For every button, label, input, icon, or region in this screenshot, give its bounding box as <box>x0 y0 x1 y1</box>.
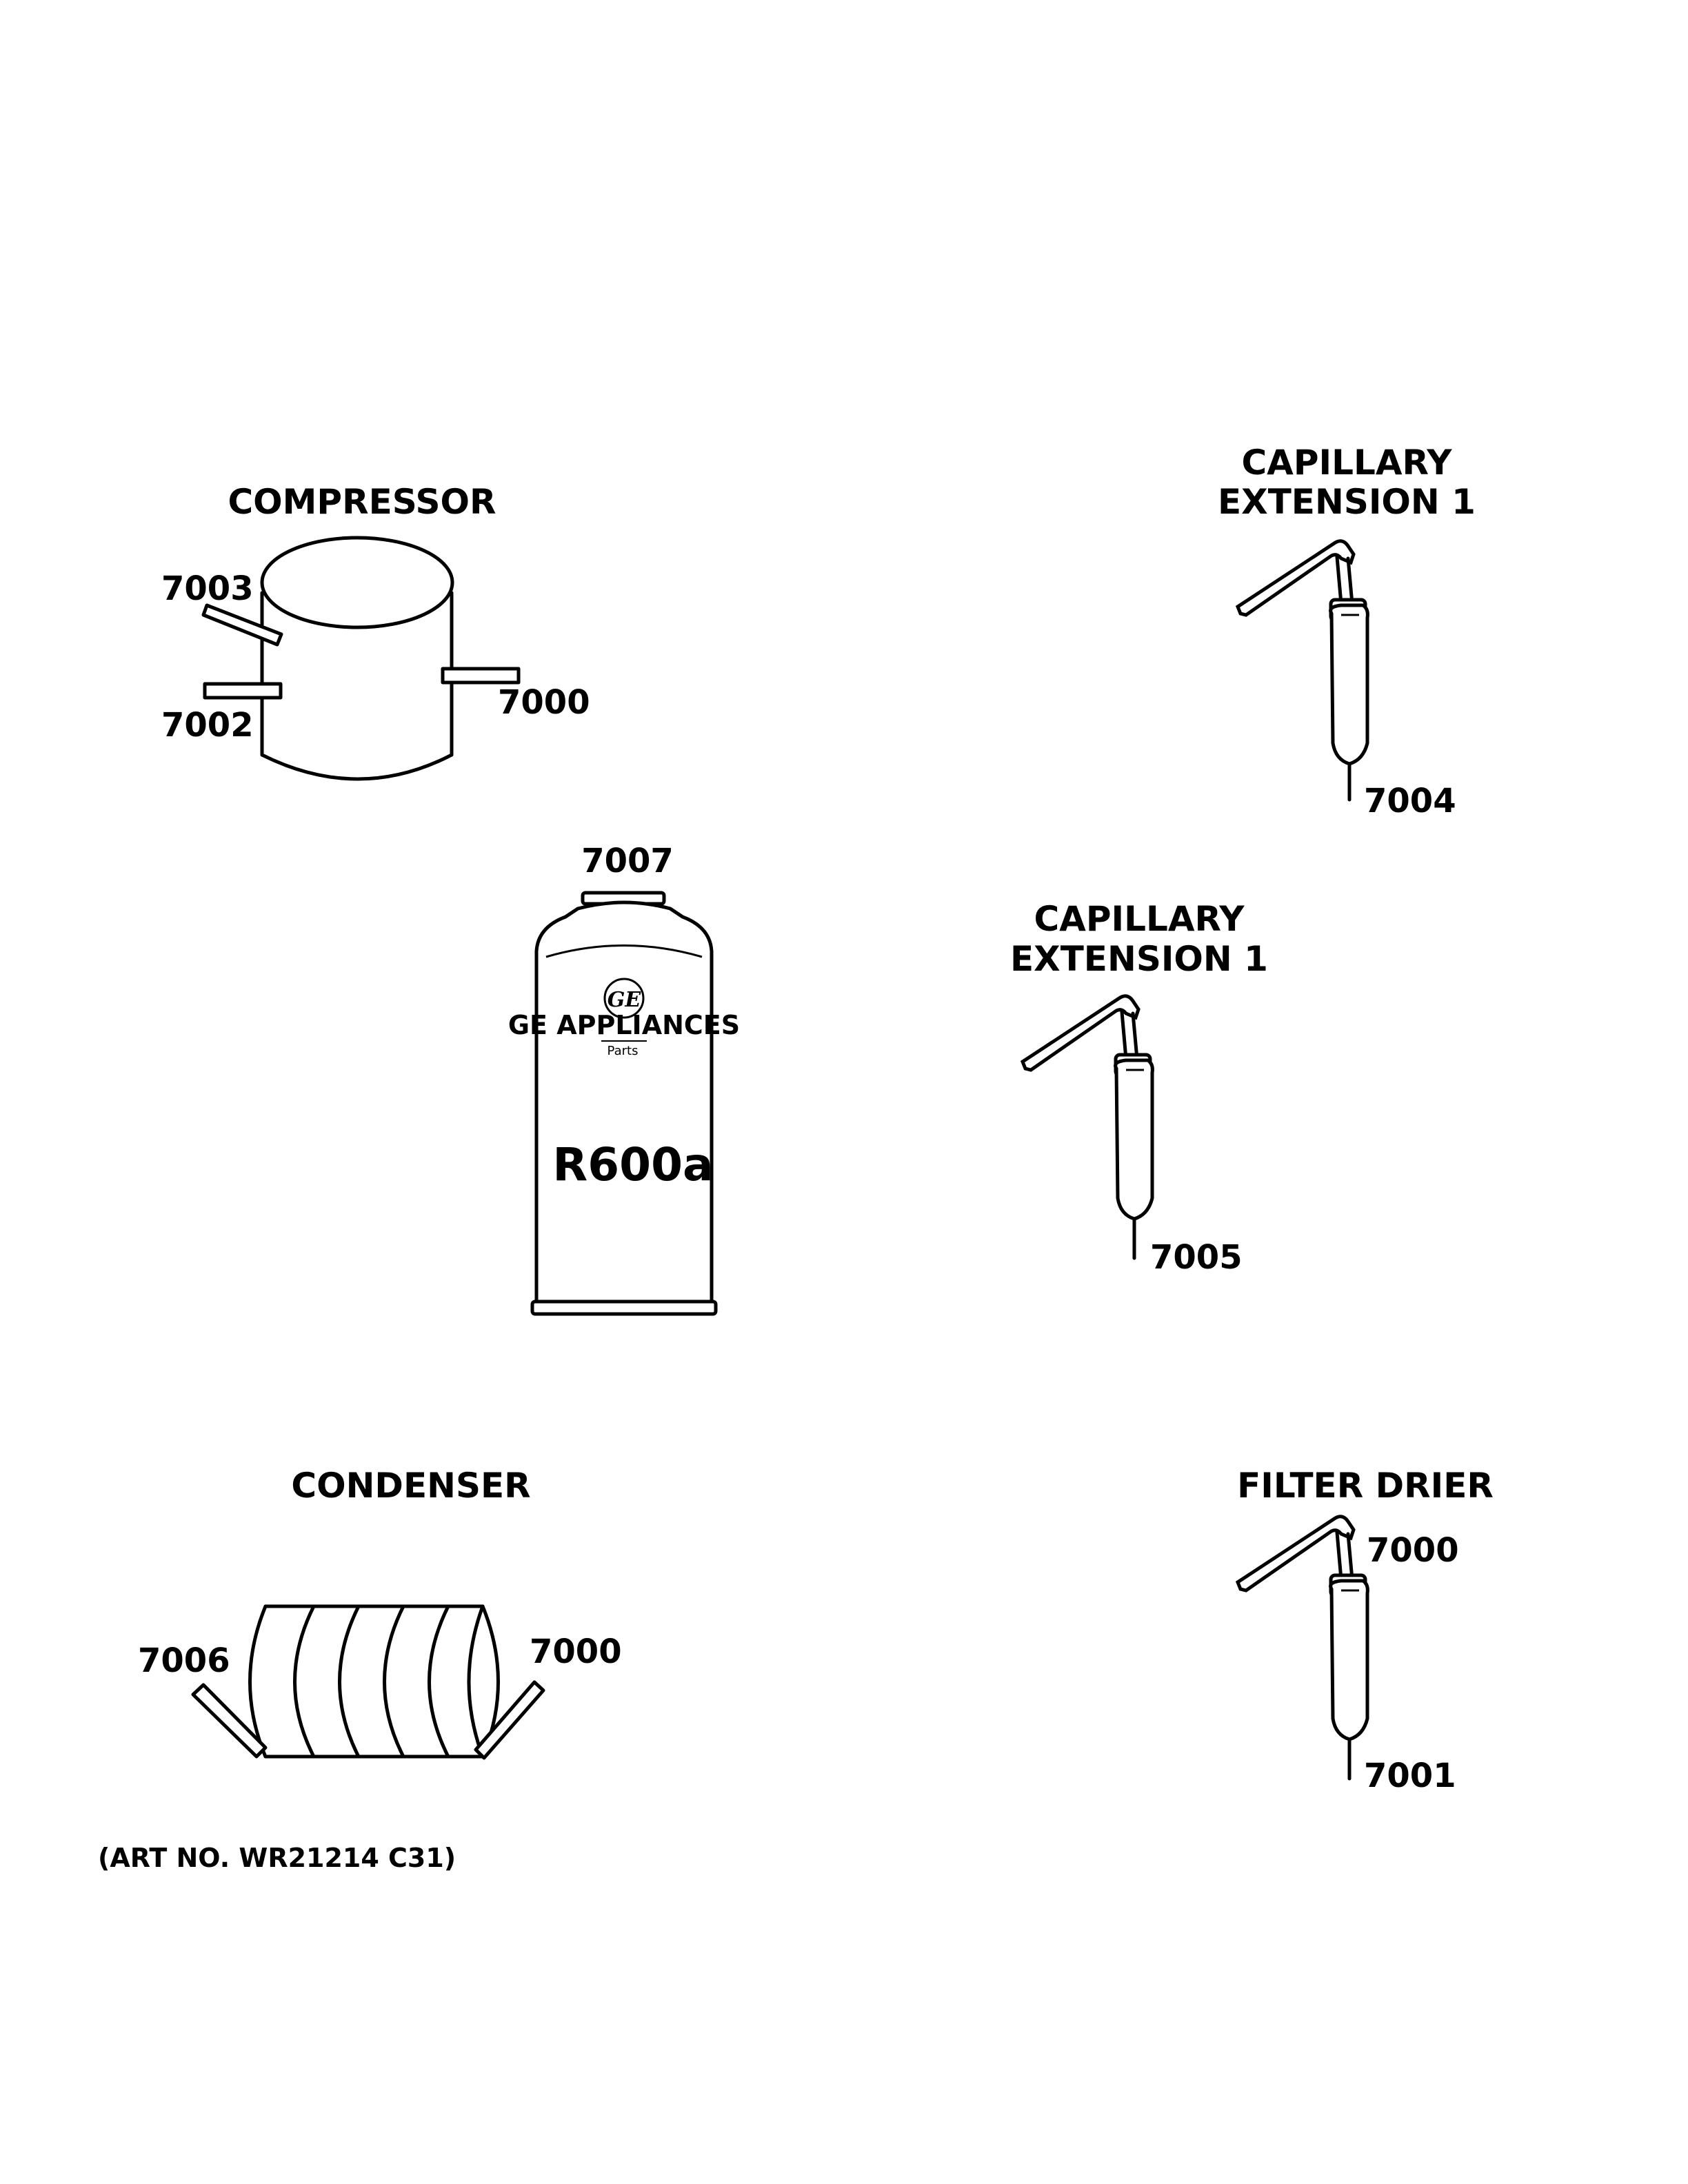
compressor-label-7002: 7002 <box>161 706 254 745</box>
ge-logo-text: GE <box>607 988 642 1012</box>
condenser-title: CONDENSER <box>291 1466 530 1506</box>
cap-ext-top-label: 7004 <box>1364 782 1456 820</box>
can-brand: GE APPLIANCES <box>508 1010 740 1040</box>
filter-drier-label-7000: 7000 <box>1367 1531 1459 1570</box>
refrigerant-group: 7007 GE GE APPLIANCES Parts R600a <box>508 842 740 1316</box>
compressor-icon <box>201 536 521 781</box>
filter-drier-label-7001: 7001 <box>1364 1757 1456 1795</box>
cap-ext-mid-group: CAPILLARY EXTENSION 1 7005 <box>1010 899 1268 1277</box>
cap-ext-top-group: CAPILLARY EXTENSION 1 7004 <box>1218 443 1476 820</box>
condenser-coil-icon <box>191 1604 545 1760</box>
compressor-title: COMPRESSOR <box>228 482 496 522</box>
filter-drier-title: FILTER DRIER <box>1237 1466 1494 1506</box>
cap-ext-mid-title-2: EXTENSION 1 <box>1010 939 1268 979</box>
ge-logo-icon <box>603 978 645 1019</box>
cap-ext-top-title-2: EXTENSION 1 <box>1218 482 1476 522</box>
condenser-group: CONDENSER 7006 7000 <box>138 1466 622 1760</box>
compressor-group: COMPRESSOR 7003 7002 7000 <box>161 482 590 781</box>
cap-ext-mid-title-1: CAPILLARY <box>1034 899 1245 939</box>
filter-drier-icon <box>1235 1515 1369 1781</box>
compressor-label-7003: 7003 <box>161 569 254 608</box>
condenser-label-7000: 7000 <box>530 1632 622 1671</box>
compressor-label-7000: 7000 <box>498 683 590 722</box>
can-gas-label: R600a <box>552 1138 713 1191</box>
capillary-tube-icon <box>1235 539 1369 802</box>
capillary-tube-icon <box>1020 994 1154 1260</box>
cap-ext-top-title-1: CAPILLARY <box>1241 443 1452 483</box>
can-sub: Parts <box>607 1044 639 1058</box>
refrigerant-can-icon: GE GE APPLIANCES Parts R600a <box>508 891 740 1316</box>
condenser-label-7006: 7006 <box>138 1641 230 1680</box>
refrigerant-label: 7007 <box>581 842 674 880</box>
art-number: (ART NO. WR21214 C31) <box>98 1843 456 1873</box>
cap-ext-mid-label: 7005 <box>1150 1238 1243 1277</box>
filter-drier-group: FILTER DRIER 7000 7001 <box>1235 1466 1494 1795</box>
